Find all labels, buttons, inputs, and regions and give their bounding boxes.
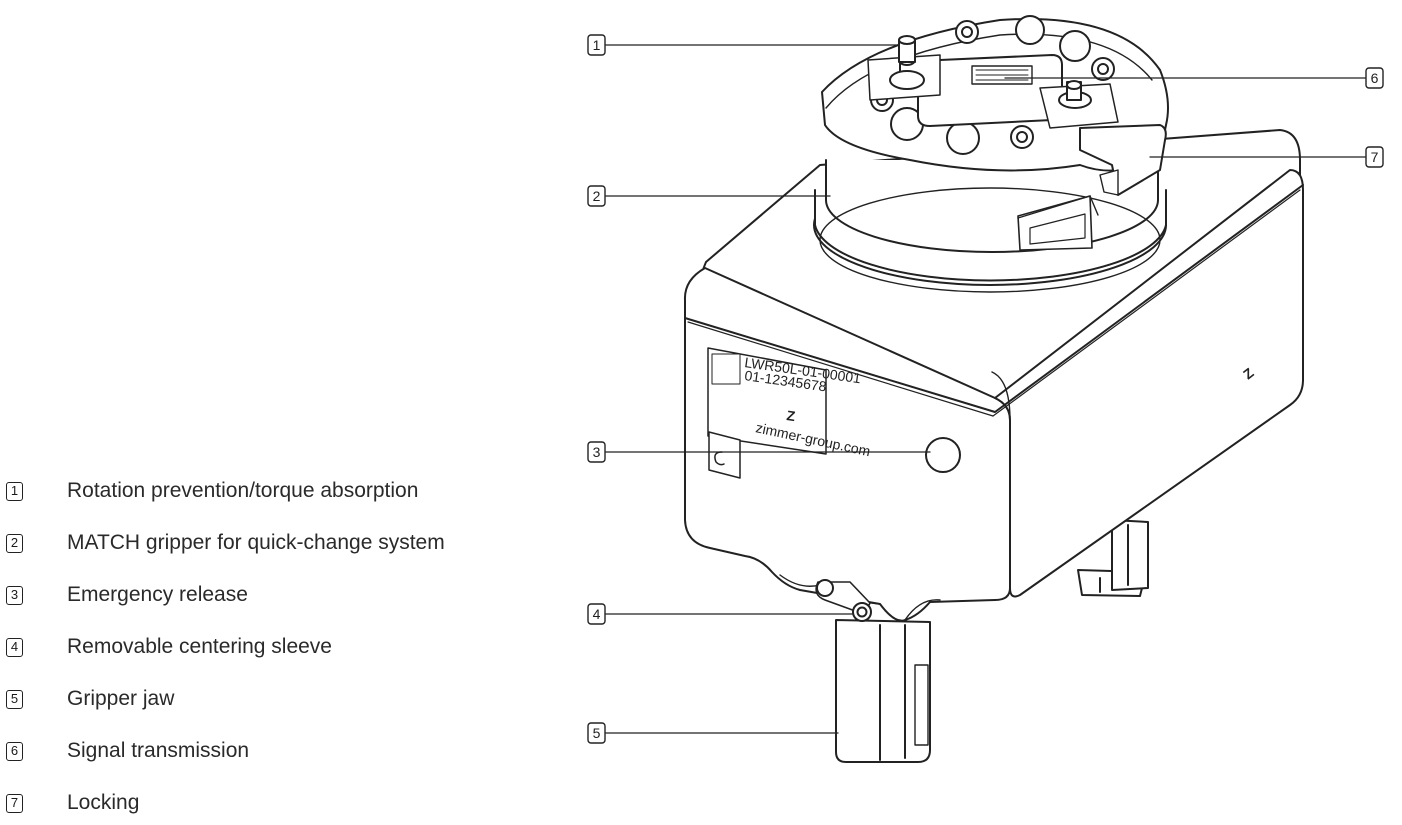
svg-text:6: 6 — [1371, 70, 1379, 86]
legend-label: Rotation prevention/torque absorption — [67, 479, 419, 502]
svg-text:7: 7 — [1371, 149, 1379, 165]
callout-6: 6 — [1365, 67, 1384, 89]
emergency-release-button — [925, 437, 961, 473]
legend-label: Removable centering sleeve — [67, 635, 332, 658]
centering-sleeve — [815, 579, 872, 622]
legend-number-box: 4 — [6, 637, 23, 657]
type-plate: LWR50L-01-00001 01-12345678 zimmer-group… — [707, 347, 872, 459]
rotation-prevention-pin — [867, 35, 941, 101]
legend-item: 3 Emergency release — [6, 580, 248, 610]
gripper-jaw — [835, 619, 931, 763]
legend-number-box: 5 — [6, 689, 23, 709]
callout-7: 7 — [1365, 146, 1384, 168]
type-plate-logo: Z — [786, 407, 797, 424]
match-gripper-body — [813, 159, 1167, 293]
legend-label: Emergency release — [67, 583, 248, 606]
callout-markers: 1 2 3 4 5 6 7 — [587, 34, 1384, 744]
legend-label: Gripper jaw — [67, 687, 175, 710]
callout-4: 4 — [587, 603, 606, 625]
ce-mark-icon — [708, 431, 741, 479]
legend-item: 6 Signal transmission — [6, 736, 249, 766]
locking-slide — [1017, 80, 1167, 219]
legend-number-box: 2 — [6, 533, 23, 553]
legend-item: 7 Locking — [6, 788, 139, 818]
callout-lines — [605, 44, 1366, 734]
legend-number-box: 7 — [6, 793, 23, 813]
rear-gripper-jaw — [1077, 519, 1149, 597]
legend-item: 4 Removable centering sleeve — [6, 632, 332, 662]
svg-text:1: 1 — [593, 37, 601, 53]
svg-text:5: 5 — [593, 725, 601, 741]
legend-item: 1 Rotation prevention/torque absorption — [6, 476, 418, 506]
qr-code-icon — [711, 353, 741, 385]
legend-label: Locking — [67, 791, 140, 814]
callout-1: 1 — [587, 34, 606, 56]
legend-label: Signal transmission — [67, 739, 250, 762]
callout-5: 5 — [587, 722, 606, 744]
legend-item: 2 MATCH gripper for quick-change system — [6, 528, 445, 558]
signal-transmission-connector — [917, 54, 1063, 127]
legend-label: MATCH gripper for quick-change system — [67, 531, 445, 554]
callout-3: 3 — [587, 441, 606, 463]
svg-text:4: 4 — [593, 606, 601, 622]
legend-number-box: 6 — [6, 741, 23, 761]
svg-text:2: 2 — [593, 188, 601, 204]
callout-2: 2 — [587, 185, 606, 207]
legend-item: 5 Gripper jaw — [6, 684, 174, 714]
legend-number-box: 3 — [6, 585, 23, 605]
svg-text:3: 3 — [593, 444, 601, 460]
legend-number-box: 1 — [6, 481, 23, 501]
